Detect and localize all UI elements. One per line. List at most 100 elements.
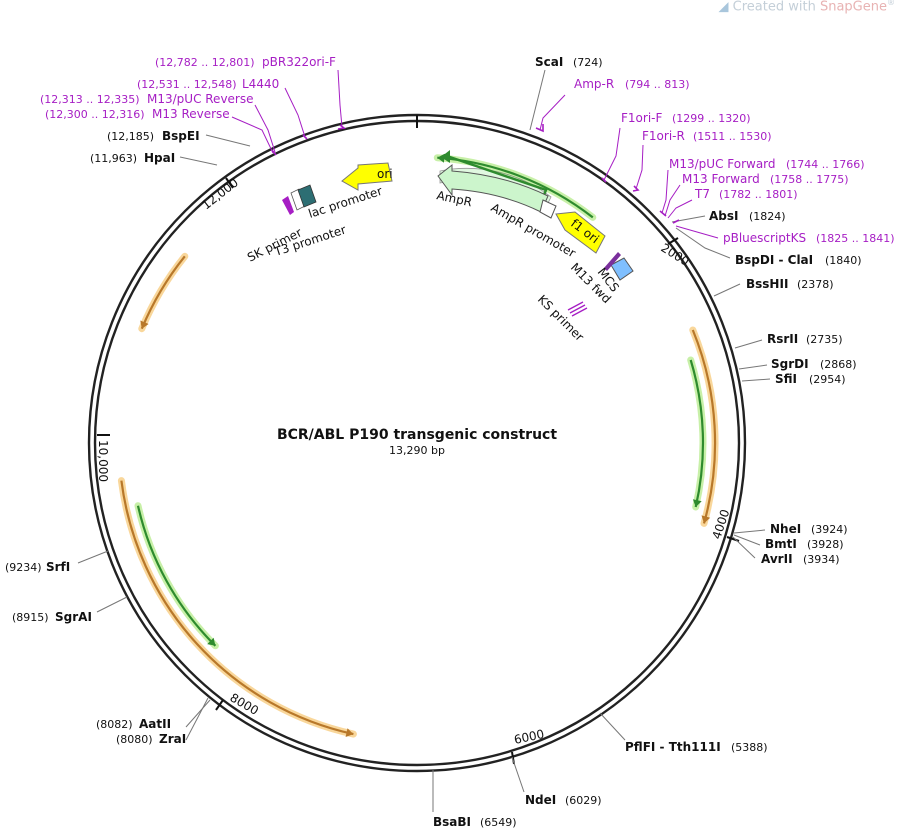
leader-scai [529, 69, 546, 131]
primer-range-m13puc-reverse: (12,313 .. 12,335) [40, 93, 140, 106]
site-name-scai: ScaI [535, 55, 563, 69]
primer-name-t7: T7 [694, 187, 710, 201]
site-name-bspdi-clai: BspDI - ClaI [735, 253, 813, 267]
site-pos-bsshii: (2378) [797, 278, 834, 291]
orf-arrowhead-2 [345, 728, 354, 737]
site-name-zrai: ZraI [159, 732, 186, 746]
sk-primer-mark [282, 196, 294, 215]
leader-m13-reverse [231, 116, 274, 154]
orf-arrowhead-3 [207, 637, 216, 646]
watermark-prefix: Created with [732, 0, 820, 15]
site-name-hpai: HpaI [144, 151, 175, 165]
leader-pbluescriptks [675, 225, 719, 239]
leader-l4440 [284, 87, 306, 138]
leader-bsshii [713, 283, 741, 297]
lac-promoter-box [297, 184, 317, 208]
primer-name-pbluescriptks: pBluescriptKS [723, 231, 806, 245]
m13-fwd-marker [604, 252, 621, 271]
site-name-bmti: BmtI [765, 537, 797, 551]
ampr-feature-arrow [437, 163, 549, 213]
feature-arrows [282, 150, 634, 317]
leader-srfi [77, 550, 109, 564]
site-pos-ndei: (6029) [565, 794, 602, 807]
site-pos-scai: (724) [573, 56, 603, 69]
site-pos-sfii: (2954) [809, 373, 846, 386]
primer-name-amp-r: Amp-R [574, 77, 614, 91]
leader-m13-forward [664, 184, 681, 217]
tick-2000 [667, 237, 679, 245]
leader-bmti [733, 534, 761, 546]
site-pos-rsrii: (2735) [806, 333, 843, 346]
f1-ori-feature-arrow [555, 211, 606, 254]
plasmid-name: BCR/ABL P190 transgenic construct [277, 427, 557, 443]
tick-label-6000: 6000 [513, 727, 546, 747]
primer-arrow-amp-r [535, 124, 544, 133]
site-pos-zrai: (8080) [116, 733, 153, 746]
site-pos-sgrdi: (2868) [820, 358, 857, 371]
site-name-sgrdi: SgrDI [771, 357, 809, 371]
leader-ndei [511, 756, 525, 793]
primer-name-pbr322ori-f: pBR322ori-F [262, 55, 336, 69]
feature-label-ori: ori [377, 167, 393, 181]
primer-name-m13puc-forward: M13/pUC Forward [669, 157, 776, 171]
site-pos-bmti: (3928) [807, 538, 844, 551]
tick-8000 [215, 699, 224, 711]
site-name-nhei: NheI [770, 522, 801, 536]
leader-pbr322ori-f [337, 69, 343, 128]
site-name-rsrii: RsrII [767, 332, 798, 346]
site-name-sgrai: SgrAI [55, 610, 92, 624]
site-name-bsshii: BssHII [746, 277, 788, 291]
site-name-aatii: AatII [139, 717, 171, 731]
watermark-mark: ® [887, 0, 895, 7]
primer-arrow-m13puc [659, 210, 667, 217]
site-name-srfi: SrfI [46, 560, 70, 574]
primer-range-f1ori-f: (1299 .. 1320) [672, 112, 751, 125]
primer-leader-lines [231, 69, 719, 239]
primer-range-m13-forward: (1758 .. 1775) [770, 173, 849, 186]
primer-range-l4440: (12,531 .. 12,548) [137, 78, 237, 91]
site-pos-aatii: (8082) [96, 718, 133, 731]
primer-arrow-l4440 [302, 134, 308, 140]
primer-range-m13-reverse: (12,300 .. 12,316) [45, 108, 145, 121]
primer-name-m13-reverse: M13 Reverse [152, 107, 230, 121]
leader-rsrii [734, 339, 763, 349]
leader-m13puc-forward [661, 169, 669, 214]
site-name-absi: AbsI [709, 209, 738, 223]
orf-arrowhead-4 [140, 320, 149, 329]
leader-sgrdi [738, 364, 768, 370]
plasmid-length: 13,290 bp [389, 444, 445, 457]
ori-feature-arrow [341, 162, 393, 191]
primer-range-m13puc-forward: (1744 .. 1766) [786, 158, 865, 171]
site-pos-srfi: (9234) [5, 561, 42, 574]
orf-arc-3 [136, 505, 217, 647]
feature-label-lac-promoter: lac promoter [307, 184, 384, 221]
snapgene-watermark: ◢ Created with SnapGene® [719, 0, 895, 14]
backbone-inner-ring [87, 113, 747, 773]
site-pos-absi: (1824) [749, 210, 786, 223]
primer-arrows [271, 124, 680, 224]
primer-range-f1ori-r: (1511 .. 1530) [693, 130, 772, 143]
site-name-ndei: NdeI [525, 793, 556, 807]
site-leader-lines [77, 69, 771, 812]
site-name-pflfi-tth111i: PflFI - Tth111I [625, 740, 721, 754]
leader-aatii [185, 699, 211, 728]
feature-label-ampr: AmpR [435, 188, 473, 209]
primer-arrow-f1ori-r [632, 185, 640, 192]
orf-arc-0 [691, 329, 717, 524]
leader-sfii [741, 378, 771, 382]
tick-label-2000: 2000 [658, 241, 691, 269]
tick-label-10000: 10,000 [96, 440, 110, 482]
mcs-feature-box [610, 257, 634, 281]
leader-pflfi [599, 712, 626, 741]
primer-arrow-pbr322ori-f [337, 124, 346, 130]
orf-arrowhead-0 [701, 515, 711, 524]
site-pos-bspdi-clai: (1840) [825, 254, 862, 267]
watermark-brand: SnapGene [819, 0, 887, 15]
site-pos-avrii: (3934) [803, 553, 840, 566]
site-name-sfii: SfiI [775, 372, 797, 386]
primer-range-pbr322ori-f: (12,782 .. 12,801) [155, 56, 255, 69]
orf-arc-1 [689, 359, 705, 508]
leader-hpai [179, 156, 218, 166]
site-name-avrii: AvrII [761, 552, 793, 566]
leader-bspei [205, 134, 251, 147]
